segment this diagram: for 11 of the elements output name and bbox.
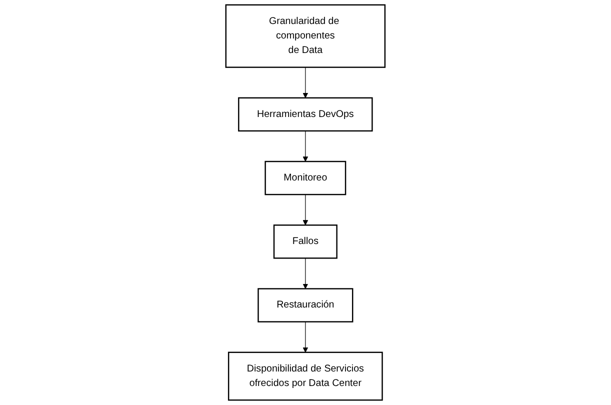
node-box: Restauración	[258, 288, 354, 322]
node-box: Granularidad de componentes de Data	[225, 4, 386, 68]
arrow	[302, 67, 308, 98]
arrow	[302, 321, 308, 353]
arrow	[302, 130, 308, 162]
node-box: Fallos	[273, 224, 338, 259]
arrow	[302, 258, 308, 289]
arrow	[302, 194, 308, 226]
node-box: Disponibilidad de Servicios ofrecidos por Data Center	[228, 352, 383, 401]
node-box: Monitoreo	[264, 160, 346, 196]
node-box: Herramientas DevOps	[238, 97, 373, 132]
